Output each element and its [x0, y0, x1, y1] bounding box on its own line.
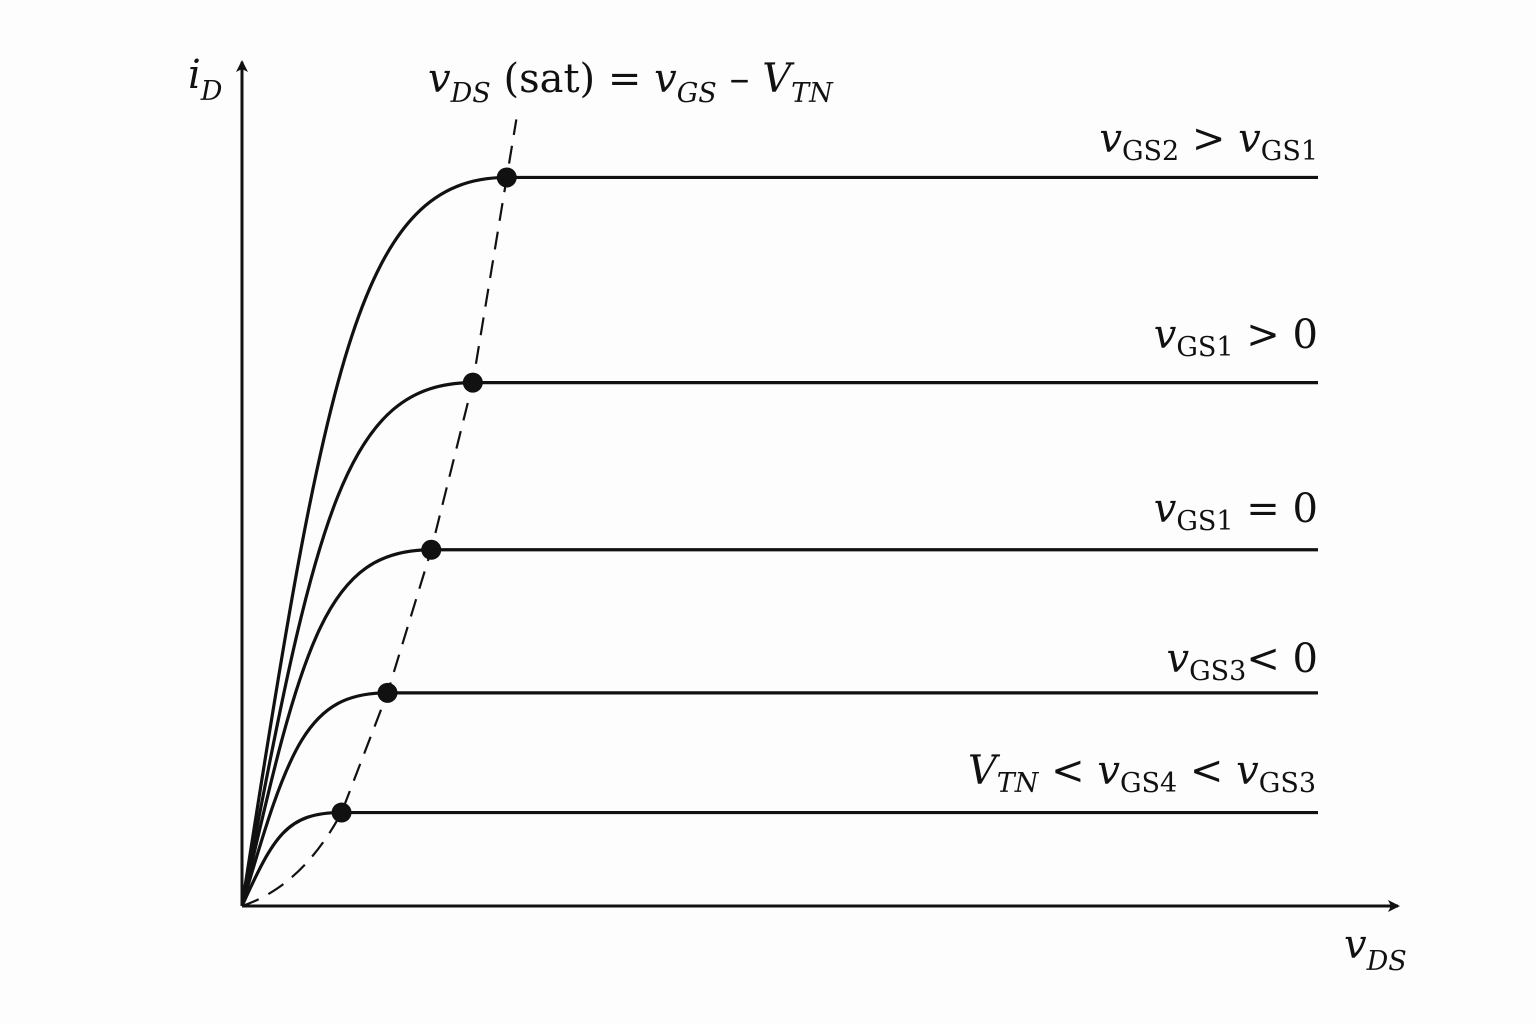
curve-label-vgs2: vGS2 > vGS1 — [1099, 116, 1318, 167]
curve-vgs4 — [240, 810, 1318, 907]
sat-point-vgs1-pos — [462, 372, 483, 393]
curve-vgs3 — [240, 691, 1318, 907]
sat-point-vgs2 — [496, 167, 517, 188]
y-axis-label: iD — [188, 52, 223, 107]
curve-label-vgs1-zero: vGS1 = 0 — [1154, 486, 1318, 537]
curve-label-vgs4: VTN < vGS4 < vGS3 — [968, 748, 1316, 799]
sat-point-vgs4 — [331, 802, 352, 823]
curve-label-vgs1-positive: vGS1 > 0 — [1154, 312, 1318, 363]
curve-vgs1-zero — [240, 548, 1318, 907]
characteristic-curves — [240, 167, 1318, 907]
sat-point-vgs3 — [377, 682, 398, 703]
sat-point-vgs1-zero — [421, 539, 442, 560]
curve-vgs1-pos — [240, 380, 1318, 907]
x-axis-label: vDS — [1344, 922, 1407, 977]
saturation-boundary-curve — [241, 119, 518, 908]
curve-label-vgs3: vGS3< 0 — [1166, 636, 1318, 687]
saturation-boundary-label: vDS (sat) = vGS – VTN — [428, 56, 834, 109]
curve-vgs2 — [240, 175, 1318, 907]
